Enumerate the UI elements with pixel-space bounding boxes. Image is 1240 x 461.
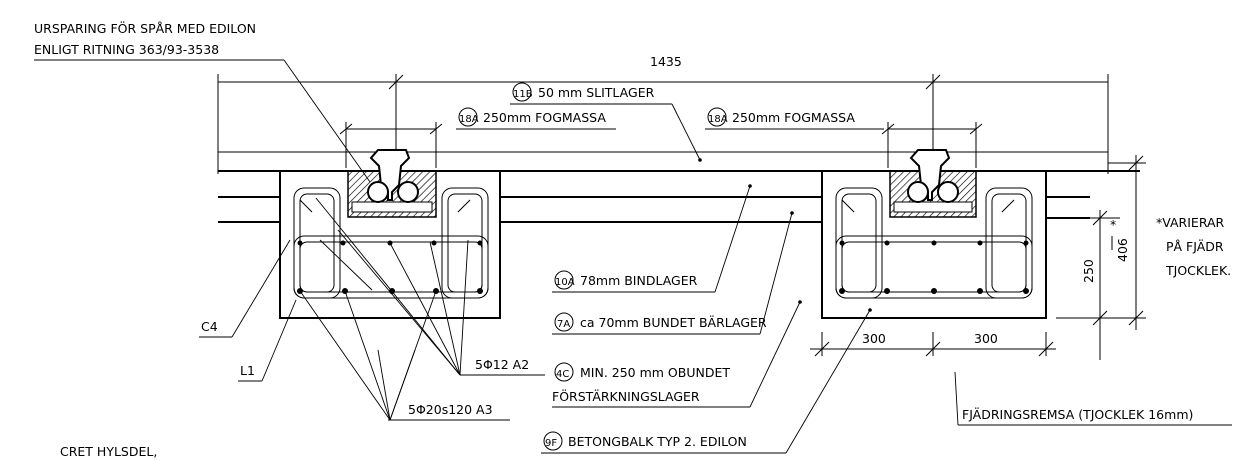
a3-label: 5Φ20s120 A3 — [408, 402, 493, 417]
joint-right-tag: 18A — [708, 114, 728, 125]
cret-note: CRET HYLSDEL, — [60, 444, 157, 459]
left-concrete-beam — [279, 149, 501, 319]
recess-note-line1: URSPARING FÖR SPÅR MED EDILON — [34, 20, 256, 36]
binder-text: 78mm BINDLAGER — [580, 273, 698, 288]
wear-layer-text: 50 mm SLITLAGER — [538, 85, 655, 100]
varies-note: *VARIERAR PÅ FJÄDR TJOCKLEK. — [1156, 215, 1231, 278]
base-tag: 7A — [557, 319, 570, 330]
width-left-label: 300 — [862, 331, 886, 346]
subbase-text2: FÖRSTÄRKNINGSLAGER — [552, 388, 700, 404]
joint-right-text: 250mm FOGMASSA — [732, 110, 855, 125]
width-right-label: 300 — [974, 331, 998, 346]
depth-total-label: 406 — [1115, 238, 1130, 262]
track-gauge-label: 1435 — [650, 54, 682, 69]
c4-label: C4 — [201, 319, 218, 334]
binder-callout: 10A 78mm BINDLAGER — [552, 184, 752, 293]
wear-layer-tag: 11B — [513, 89, 533, 100]
track-gauge-dimension: 1435 — [218, 54, 1108, 154]
binder-tag: 10A — [555, 277, 575, 288]
subbase-callout: 4C MIN. 250 mm OBUNDET FÖRSTÄRKNINGSLAGE… — [552, 300, 802, 408]
strip-text: FJÄDRINGSREMSA (TJOCKLEK 16mm) — [962, 407, 1193, 422]
joint-left-tag: 18A — [459, 114, 479, 125]
a2-label: 5Φ12 A2 — [475, 357, 529, 372]
height-dimensions: 250 406 * — [1056, 155, 1146, 360]
beam-height-label: 250 — [1081, 259, 1096, 283]
right-concrete-beam — [821, 149, 1047, 319]
wear-layer-callout: 11B 50 mm SLITLAGER — [510, 82, 702, 162]
depth-star-label: * — [1110, 217, 1116, 232]
l1-label: L1 — [240, 363, 255, 378]
base-text: ca 70mm BUNDET BÄRLAGER — [580, 315, 767, 330]
strip-callout: FJÄDRINGSREMSA (TJOCKLEK 16mm) — [954, 371, 1232, 426]
rebar-labels: C4 L1 5Φ12 A2 5Φ20s120 A3 — [199, 239, 545, 421]
varies-line1: *VARIERAR — [1156, 215, 1225, 230]
rail-profile-left — [369, 149, 411, 201]
rebar-leaders — [299, 197, 469, 421]
width-dimensions: 300 300 — [810, 331, 1056, 357]
beam-text: BETONGBALK TYP 2. EDILON — [568, 434, 747, 449]
beam-tag: 9F — [545, 438, 557, 449]
joint-left-callout: 18A 250mm FOGMASSA — [339, 107, 616, 168]
rail-profile-right — [909, 149, 951, 201]
joint-left-text: 250mm FOGMASSA — [483, 110, 606, 125]
varies-line3: TJOCKLEK. — [1165, 263, 1231, 278]
joint-right-callout: 18A 250mm FOGMASSA — [705, 107, 983, 168]
subbase-text: MIN. 250 mm OBUNDET — [580, 365, 730, 380]
recess-note-line2: ENLIGT RITNING 363/93-3538 — [34, 42, 219, 57]
base-callout: 7A ca 70mm BUNDET BÄRLAGER — [552, 211, 794, 335]
beam-callout: 9F BETONGBALK TYP 2. EDILON — [541, 308, 872, 454]
varies-line2: PÅ FJÄDR — [1166, 239, 1224, 254]
subbase-tag: 4C — [556, 369, 569, 380]
